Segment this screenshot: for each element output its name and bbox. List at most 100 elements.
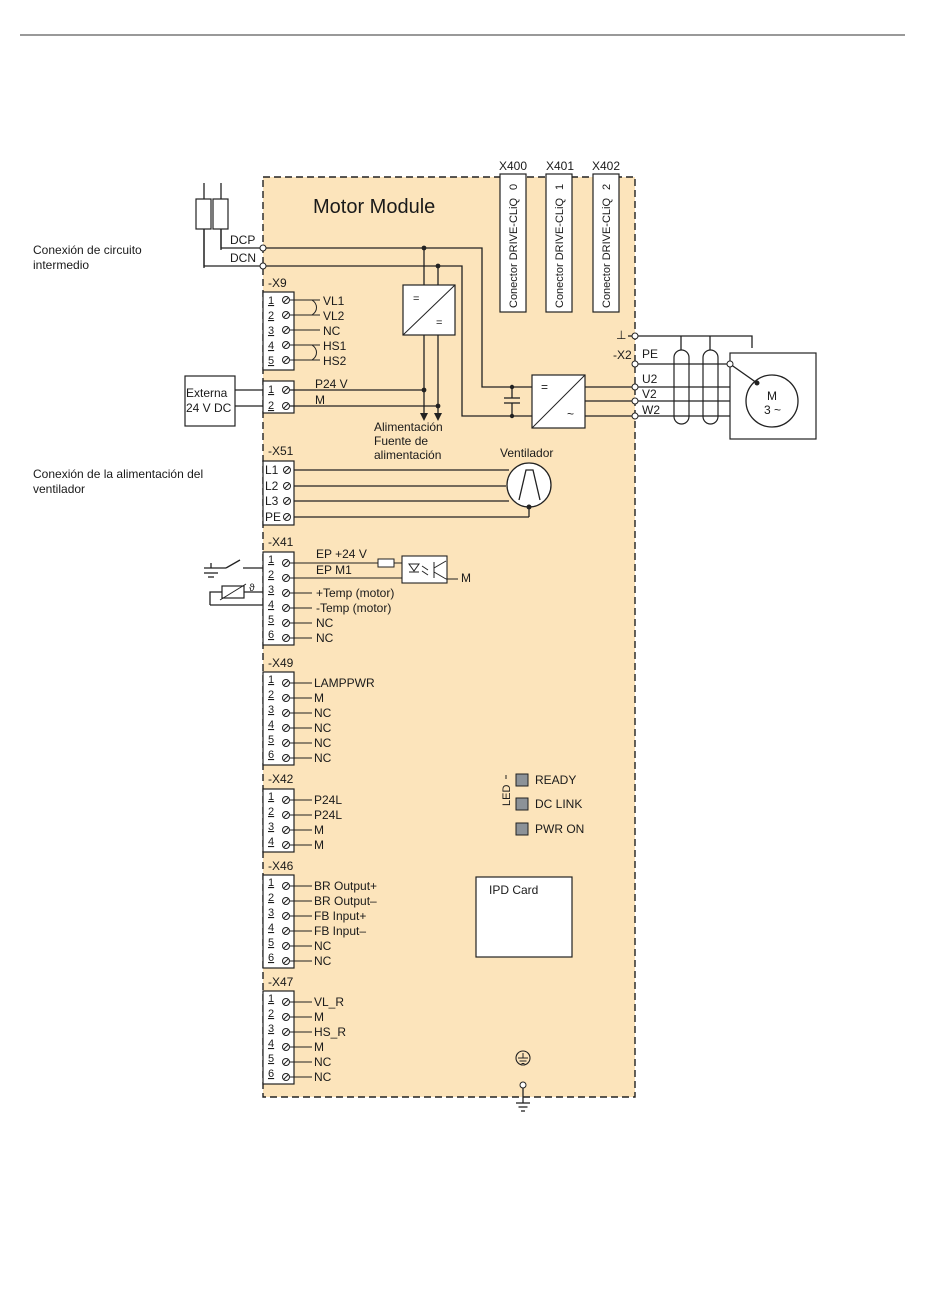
svg-text:NC: NC bbox=[316, 631, 334, 645]
screw-icon bbox=[283, 482, 291, 490]
svg-text:M: M bbox=[314, 838, 324, 852]
screw-icon bbox=[282, 1073, 290, 1081]
svg-text:1: 1 bbox=[268, 877, 274, 889]
svg-text:24 V DC: 24 V DC bbox=[186, 401, 232, 415]
svg-text:-Temp (motor): -Temp (motor) bbox=[316, 601, 391, 615]
svg-text:VL_R: VL_R bbox=[314, 995, 344, 1009]
connector-label: Conector DRIVE-CLiQ bbox=[508, 198, 520, 308]
svg-text:3: 3 bbox=[268, 584, 274, 596]
svg-text:5: 5 bbox=[268, 734, 274, 746]
svg-text:LAMPPWR: LAMPPWR bbox=[314, 676, 375, 690]
external-switch-and-sensor: ϑ bbox=[204, 559, 281, 606]
svg-text:NC: NC bbox=[314, 1070, 332, 1084]
svg-text:NC: NC bbox=[323, 324, 341, 338]
connector-x2[interactable]: ⊥ -X2 PE U2 V2 W2 bbox=[585, 328, 660, 420]
svg-text:Alimentación: Alimentación bbox=[374, 420, 443, 434]
fuse-icon bbox=[195, 198, 212, 230]
connector-x49[interactable]: -X49 1 2 3 4 5 6 LAMPPWR M NC NC NC NC bbox=[262, 656, 375, 766]
screw-icon bbox=[282, 841, 290, 849]
dc-bus bbox=[266, 245, 532, 419]
connector-x42[interactable]: -X42 1 2 3 4 P24L P24L M M bbox=[262, 772, 342, 853]
svg-text:2: 2 bbox=[268, 806, 274, 818]
screw-icon bbox=[282, 1058, 290, 1066]
screw-icon bbox=[282, 739, 290, 747]
svg-text:ventilador: ventilador bbox=[33, 482, 85, 496]
svg-text:NC: NC bbox=[314, 954, 332, 968]
screw-icon bbox=[282, 897, 290, 905]
drive-cliq-x401[interactable]: X401 Conector DRIVE-CLiQ 1 bbox=[545, 159, 574, 313]
motor: M 3 ~ bbox=[726, 352, 817, 440]
svg-text:W2: W2 bbox=[642, 403, 660, 417]
svg-text:1: 1 bbox=[268, 791, 274, 803]
svg-text:1: 1 bbox=[268, 674, 274, 686]
svg-text:HS1: HS1 bbox=[323, 339, 347, 353]
connector-number: 2 bbox=[601, 184, 613, 190]
fuse-icon bbox=[212, 198, 229, 230]
svg-text:4: 4 bbox=[268, 599, 274, 611]
drive-cliq-x400[interactable]: X400 Conector DRIVE-CLiQ 0 bbox=[499, 159, 527, 313]
svg-text:NC: NC bbox=[314, 706, 332, 720]
svg-text:M: M bbox=[314, 823, 324, 837]
dc-dc-converter: = = bbox=[402, 284, 456, 336]
svg-text:3: 3 bbox=[268, 907, 274, 919]
svg-text:3: 3 bbox=[268, 325, 274, 337]
svg-text:intermedio: intermedio bbox=[33, 258, 89, 272]
svg-text:VL1: VL1 bbox=[323, 294, 345, 308]
svg-text:PE: PE bbox=[642, 347, 658, 361]
svg-text:M: M bbox=[314, 691, 324, 705]
svg-text:-X41: -X41 bbox=[268, 535, 294, 549]
power-supply-taps: Alimentación Fuente de alimentación bbox=[374, 335, 443, 462]
svg-text:5: 5 bbox=[268, 1053, 274, 1065]
svg-text:4: 4 bbox=[268, 340, 274, 352]
dcp-label: DCP bbox=[230, 233, 255, 247]
svg-text:6: 6 bbox=[268, 629, 274, 641]
svg-text:Externa: Externa bbox=[186, 386, 228, 400]
svg-text:NC: NC bbox=[314, 751, 332, 765]
svg-text:FB Input–: FB Input– bbox=[314, 924, 366, 938]
svg-text:4: 4 bbox=[268, 836, 274, 848]
screw-icon bbox=[282, 694, 290, 702]
svg-text:HS2: HS2 bbox=[323, 354, 347, 368]
svg-text:M: M bbox=[314, 1010, 324, 1024]
svg-text:P24L: P24L bbox=[314, 793, 342, 807]
inverter: = ~ bbox=[531, 374, 586, 429]
svg-text:L2: L2 bbox=[265, 479, 279, 493]
ground-icon bbox=[515, 1050, 531, 1112]
screw-icon bbox=[282, 356, 290, 364]
svg-text:HS_R: HS_R bbox=[314, 1025, 346, 1039]
svg-text:PWR ON: PWR ON bbox=[535, 822, 584, 836]
connector-x47[interactable]: -X47 1 2 3 4 5 6 VL_R M HS_R M NC NC bbox=[262, 975, 346, 1085]
svg-text:-X51: -X51 bbox=[268, 444, 294, 458]
connector-id: X402 bbox=[592, 159, 620, 173]
screw-icon bbox=[282, 796, 290, 804]
screw-icon bbox=[282, 634, 290, 642]
connector-x46[interactable]: -X46 1 2 3 4 5 6 BR Output+ BR Output– F… bbox=[262, 859, 377, 969]
svg-text:U2: U2 bbox=[642, 372, 658, 386]
svg-text:2: 2 bbox=[268, 892, 274, 904]
connector-24v[interactable]: 1 2 P24 V M bbox=[262, 377, 441, 414]
screw-icon bbox=[282, 589, 290, 597]
drive-cliq-x402[interactable]: X402 Conector DRIVE-CLiQ 2 bbox=[592, 159, 620, 313]
svg-text:2: 2 bbox=[268, 400, 274, 412]
svg-text:M: M bbox=[767, 389, 777, 403]
connector-x9[interactable]: -X9 1 2 3 4 5 VL1 VL2 NC HS1 HS2 bbox=[262, 276, 347, 371]
svg-text:NC: NC bbox=[314, 939, 332, 953]
svg-text:2: 2 bbox=[268, 569, 274, 581]
connector-x51[interactable]: -X51 L1 L2 L3 PE bbox=[262, 444, 529, 526]
svg-text:=: = bbox=[541, 380, 548, 394]
svg-text:Conexión de la alimentación de: Conexión de la alimentación del bbox=[33, 467, 203, 481]
svg-text:3: 3 bbox=[268, 1023, 274, 1035]
svg-text:ϑ: ϑ bbox=[249, 582, 255, 594]
svg-text:V2: V2 bbox=[642, 387, 657, 401]
svg-text:-X47: -X47 bbox=[268, 975, 294, 989]
screw-icon bbox=[282, 724, 290, 732]
svg-text:-X49: -X49 bbox=[268, 656, 294, 670]
connector-x41[interactable]: -X41 1 2 3 4 5 6 EP +24 V EP M1 +Temp (m… bbox=[262, 535, 410, 646]
led-panel: LED READY DC LINK PWR ON bbox=[501, 773, 584, 836]
screw-icon bbox=[282, 1013, 290, 1021]
screw-icon bbox=[282, 754, 290, 762]
svg-text:FB Input+: FB Input+ bbox=[314, 909, 366, 923]
svg-text:NC: NC bbox=[316, 616, 334, 630]
svg-text:L1: L1 bbox=[265, 463, 279, 477]
screw-icon bbox=[282, 998, 290, 1006]
